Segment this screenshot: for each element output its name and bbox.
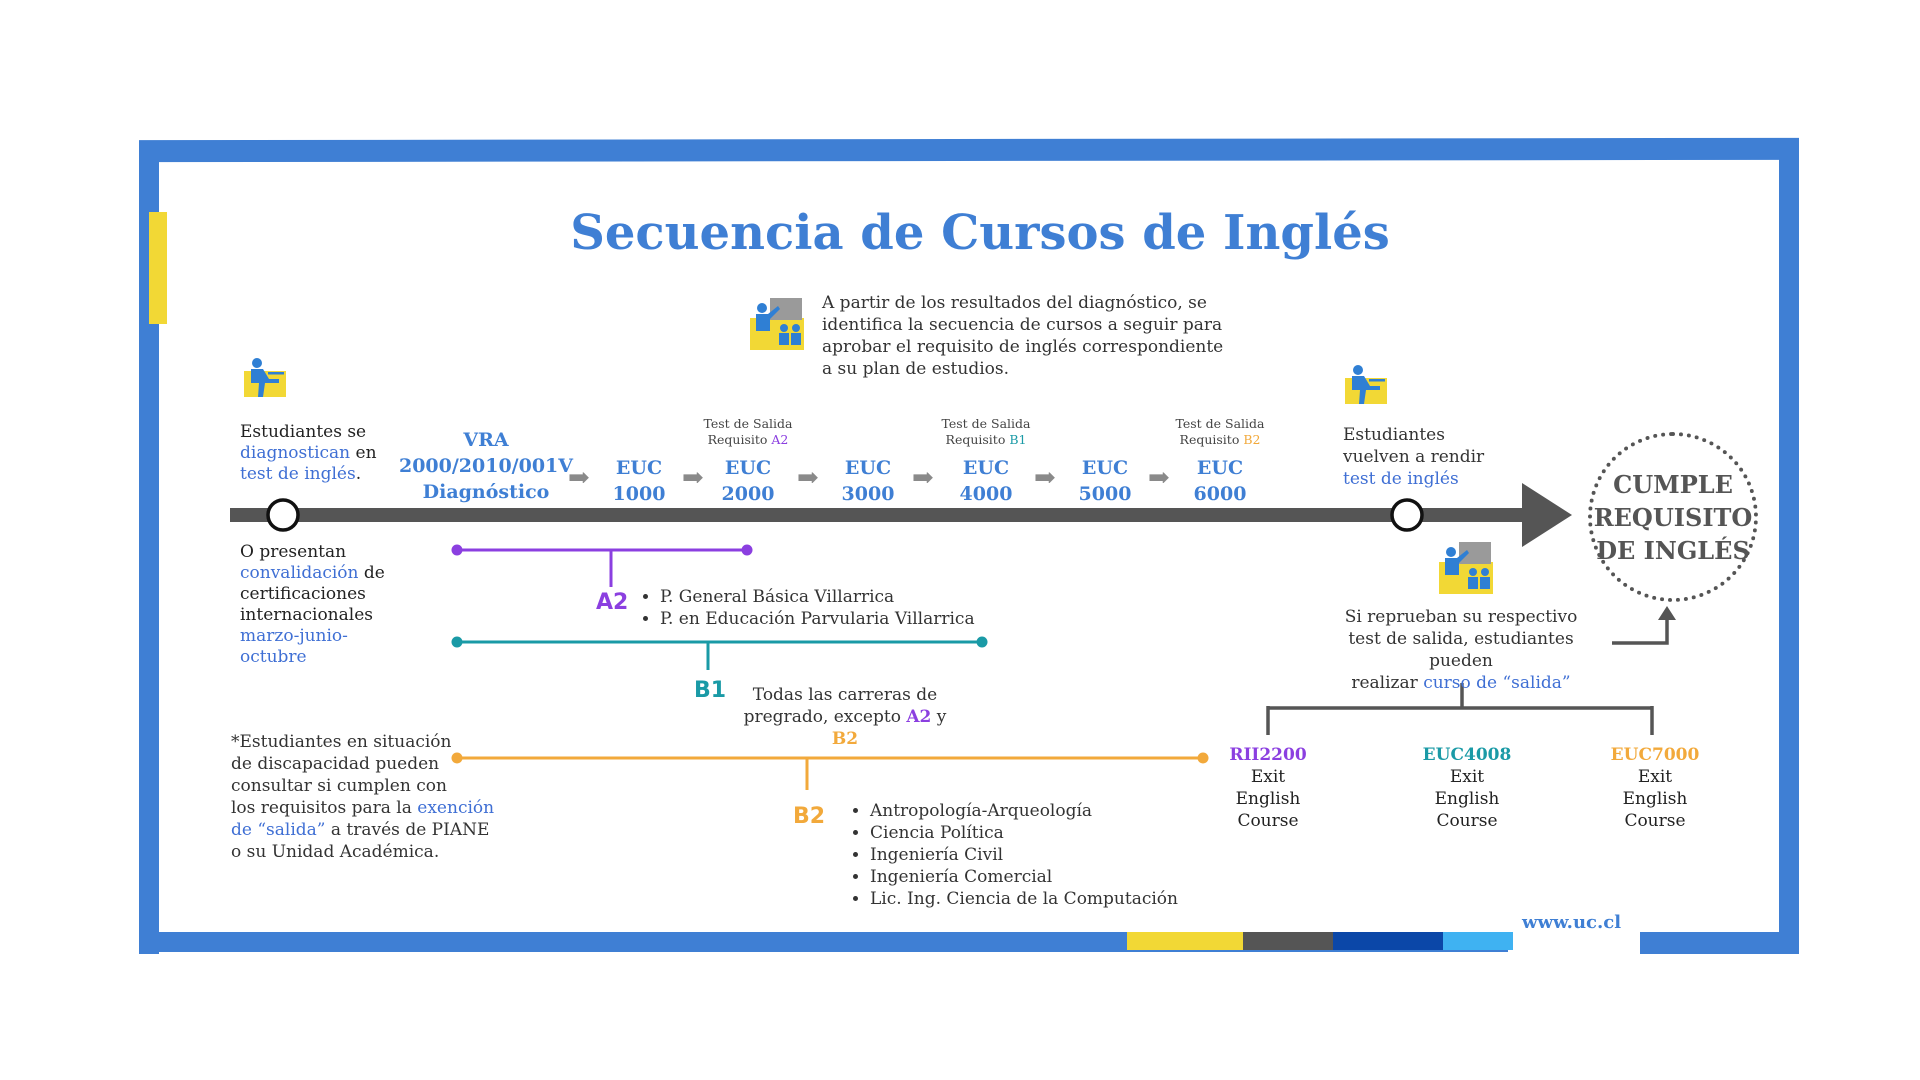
a2-range-start xyxy=(451,544,463,556)
right-arrow-icon: ➡ xyxy=(1148,463,1170,493)
retest-link[interactable]: test de xyxy=(1343,469,1408,489)
exit-course-euc7000: EUC7000 Exit English Course xyxy=(1610,745,1700,831)
right-arrow-icon: ➡ xyxy=(682,463,704,493)
retry-text: Si reprueban su respectivo test de salid… xyxy=(1344,607,1578,693)
curso-salida-link[interactable]: curso de “salida” xyxy=(1423,673,1571,693)
timeline-arrowhead xyxy=(1522,483,1572,547)
site-url-link[interactable]: www.uc.cl xyxy=(1522,912,1622,933)
intro-text: A partir de los resultados del diagnósti… xyxy=(822,293,1224,379)
left-bottom-text: O presentan convalidación de certificaci… xyxy=(240,542,385,667)
stripe-lightblue xyxy=(1443,932,1513,950)
return-arrow-head xyxy=(1658,606,1676,620)
stripe-grey xyxy=(1243,932,1333,950)
level-a2-list: P. General Básica Villarrica P. en Educa… xyxy=(640,586,975,630)
diagnostican-link[interactable]: diagnostican xyxy=(240,443,351,463)
teacher-board-icon xyxy=(748,296,806,352)
right-arrow-icon: ➡ xyxy=(568,463,590,493)
b2-range-start xyxy=(451,752,463,764)
convalidacion-link[interactable]: convalidación xyxy=(240,563,359,583)
exit-test-a2: Test de Salida Requisito A2 xyxy=(703,416,793,447)
stripe-yellow xyxy=(1127,932,1243,950)
exencion-link[interactable]: exención xyxy=(417,798,495,818)
timeline-retest-node xyxy=(1390,498,1424,532)
frame-right xyxy=(1779,139,1799,954)
frame-bottom-right xyxy=(1640,932,1799,954)
level-b2-label: B2 xyxy=(793,804,826,829)
url-cutout xyxy=(1508,895,1640,954)
a2-range-end xyxy=(741,544,753,556)
diagnostic-course: VRA 2000/2010/001V Diagnóstico xyxy=(398,429,574,503)
page-title: Secuencia de Cursos de Inglés xyxy=(570,205,1390,261)
b1-range-end xyxy=(976,636,988,648)
yellow-accent-bar xyxy=(149,212,167,324)
exit-test-b1: Test de Salida Requisito B1 xyxy=(941,416,1031,447)
timeline-start-node xyxy=(266,498,300,532)
right-arrow-icon: ➡ xyxy=(912,463,934,493)
b1-range-start xyxy=(451,636,463,648)
exit-course-euc4008: EUC4008 Exit English Course xyxy=(1422,745,1512,831)
b2-range-end xyxy=(1197,752,1209,764)
teacher-board-icon xyxy=(1437,540,1495,596)
exit-test-b2: Test de Salida Requisito B2 xyxy=(1175,416,1265,447)
left-top-text: Estudiantes se diagnostican en test de i… xyxy=(240,422,377,484)
right-top-text: Estudiantes vuelven a rendir test de ing… xyxy=(1343,425,1485,489)
student-desk-icon xyxy=(1343,362,1389,408)
stripe-navy xyxy=(1333,932,1443,950)
level-a2-label: A2 xyxy=(596,590,629,615)
right-arrow-icon: ➡ xyxy=(797,463,819,493)
level-b2-list: Antropología-Arqueología Ciencia Polític… xyxy=(850,800,1178,910)
frame-left xyxy=(139,146,159,954)
level-b1-label: B1 xyxy=(694,678,727,703)
level-b1-text: Todas las carreras de pregrado, excepto … xyxy=(743,685,947,749)
timeline-bar xyxy=(230,508,1528,522)
test-ingles-link[interactable]: test de inglés xyxy=(240,464,356,484)
right-arrow-icon: ➡ xyxy=(1034,463,1056,493)
return-arrow-line xyxy=(1612,618,1669,645)
student-desk-icon xyxy=(242,355,288,401)
exit-course-rii2200: RII2200 Exit English Course xyxy=(1229,745,1307,831)
disability-note: *Estudiantes en situación de discapacida… xyxy=(231,732,495,862)
cumple-requisito-badge: CUMPLE REQUISITO DE INGLÉS xyxy=(1588,432,1758,602)
